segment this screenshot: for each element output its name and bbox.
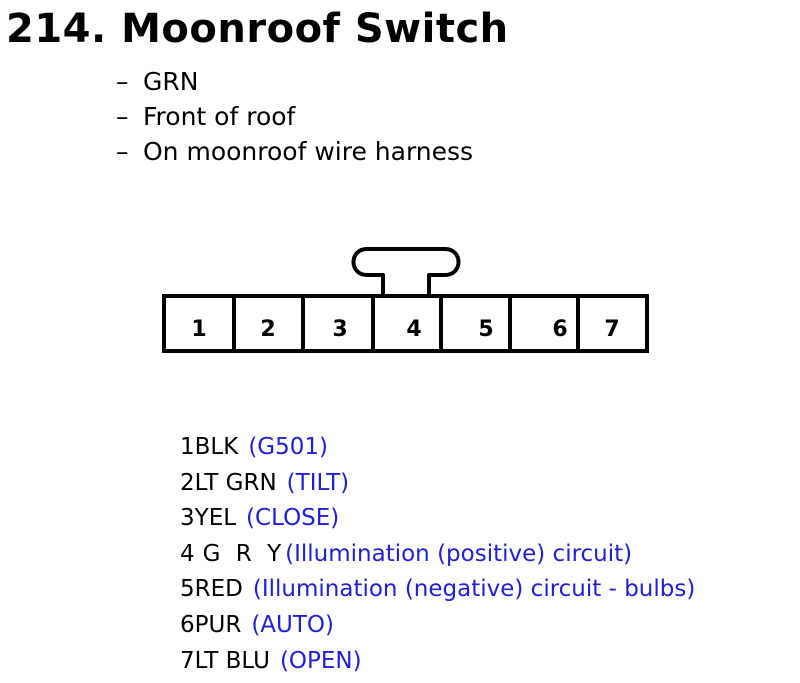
connector-lock-tab — [351, 247, 461, 296]
detail-item: –Front of roof — [116, 99, 473, 134]
pin-code: 7LT BLU — [180, 644, 270, 680]
pin-number: 3 — [180, 505, 195, 532]
pin-number-3: 3 — [332, 317, 347, 342]
pin-function: (AUTO) — [251, 611, 334, 638]
pinout-row: 6PUR (AUTO) — [180, 608, 695, 644]
detail-color: GRN — [143, 67, 199, 96]
page-title: 214. Moonroof Switch — [6, 6, 509, 52]
pinout-row: 5RED (Illumination (negative) circuit - b… — [180, 572, 695, 608]
pin-function: (OPEN) — [279, 647, 362, 674]
pin-number: 6 — [180, 611, 195, 638]
wire-color: PUR — [194, 611, 242, 638]
pinout-row: 4 G R Y(Illumination (positive) circuit) — [180, 537, 695, 573]
wire-color: BLK — [194, 434, 239, 460]
pin-number: 1 — [180, 434, 195, 460]
pinout-row: 7LT BLU (OPEN) — [180, 644, 695, 680]
pin-code: 3YEL — [180, 501, 236, 537]
pinout-row: 3YEL (CLOSE) — [180, 501, 695, 537]
pin-number: 2 — [180, 469, 195, 496]
pinout-row: 2LT GRN (TILT) — [180, 466, 695, 502]
detail-item: –GRN — [116, 64, 473, 99]
pinout-row: 1BLK (G501) — [180, 430, 695, 466]
connector-details: –GRN –Front of roof –On moonroof wire ha… — [116, 64, 473, 169]
pin-code: 1BLK — [180, 430, 238, 466]
pin-code: 5RED — [180, 572, 243, 608]
bullet-dash: – — [116, 67, 129, 96]
pin-number-2: 2 — [260, 317, 275, 342]
pin-number: 5 — [180, 576, 195, 603]
wire-color: G R Y — [202, 540, 286, 567]
detail-harness: On moonroof wire harness — [143, 137, 474, 166]
pin-function: (Illumination (positive) circuit) — [285, 540, 633, 567]
pin-number-7: 7 — [604, 317, 619, 342]
pin-number-6: 6 — [552, 317, 567, 342]
pin-function: (CLOSE) — [246, 505, 340, 532]
pin-code: 4 G R Y — [180, 537, 285, 573]
pin-code: 6PUR — [180, 608, 241, 644]
pin-number-4: 4 — [406, 317, 421, 342]
wire-color: RED — [194, 576, 243, 603]
bullet-dash: – — [116, 102, 129, 131]
pinout-list: 1BLK (G501) 2LT GRN (TILT) 3YEL (CLOSE) 4 G … — [180, 430, 695, 679]
wire-color: YEL — [194, 505, 237, 532]
pin-function: (Illumination (negative) circuit - bulbs… — [252, 576, 696, 603]
detail-location: Front of roof — [143, 102, 296, 131]
pin-number-1: 1 — [191, 317, 206, 342]
pin-function: (G501) — [248, 434, 328, 460]
connector-body — [162, 294, 649, 353]
pin-code: 2LT GRN — [180, 466, 277, 502]
wire-color: LT BLU — [194, 647, 270, 674]
detail-item: –On moonroof wire harness — [116, 134, 473, 169]
wire-color: LT GRN — [194, 469, 277, 496]
pin-number: 7 — [180, 647, 195, 674]
pin-number: 4 — [180, 540, 195, 567]
bullet-dash: – — [116, 137, 129, 166]
pin-function: (TILT) — [286, 469, 350, 496]
pin-number-5: 5 — [478, 317, 493, 342]
